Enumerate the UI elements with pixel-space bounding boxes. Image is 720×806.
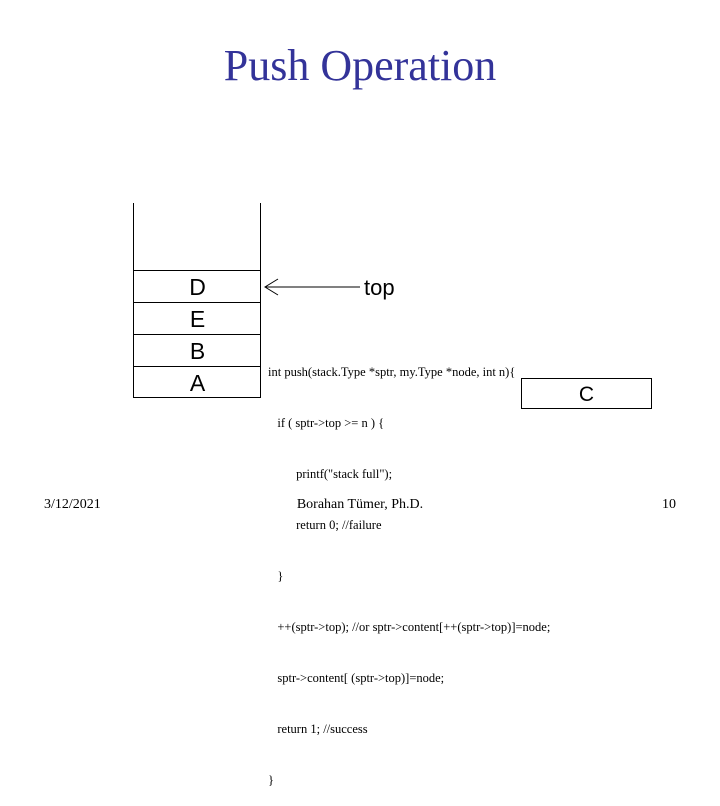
stack-cell: A	[134, 366, 261, 398]
code-line: sptr->content[ (sptr->top)]=node;	[268, 671, 445, 685]
footer-date: 3/12/2021	[44, 497, 101, 512]
code-line: printf("stack full");	[268, 467, 393, 481]
stack-cell: E	[134, 302, 261, 334]
stack-right-wall	[260, 203, 261, 398]
code-line: }	[268, 773, 274, 787]
code-line: return 0; //failure	[268, 518, 382, 532]
new-node-box: C	[521, 378, 652, 409]
code-line: }	[268, 569, 284, 583]
code-line: return 1; //success	[268, 722, 368, 736]
footer-page-number: 10	[662, 497, 676, 512]
code-line: if ( sptr->top >= n ) {	[268, 416, 385, 430]
stack-left-wall	[133, 203, 134, 398]
slide-title: Push Operation	[223, 41, 497, 90]
code-line: ++(sptr->top); //or sptr->content[++(spt…	[268, 620, 551, 634]
footer-author: Borahan Tümer, Ph.D.	[296, 497, 424, 512]
top-pointer-label: top	[364, 275, 395, 300]
stack-cell: B	[134, 334, 261, 366]
stack-cell: D	[134, 270, 261, 302]
code-line: int push(stack.Type *sptr, my.Type *node…	[268, 365, 516, 379]
